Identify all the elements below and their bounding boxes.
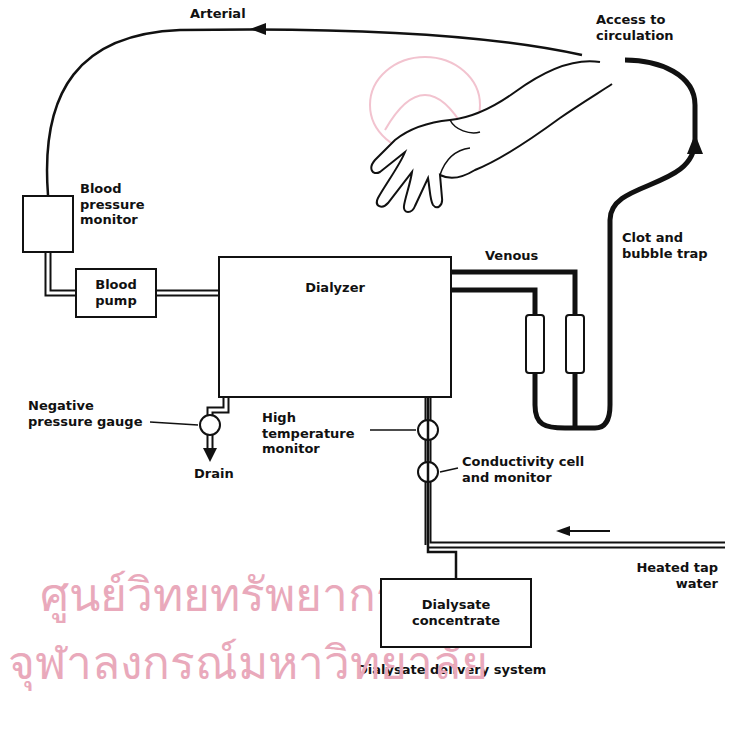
part-label: Negative pressure gauge [28, 398, 146, 429]
pressure-gauge [200, 415, 220, 435]
box-label: Blood pump [77, 277, 155, 308]
leader-line [370, 429, 416, 431]
watermark: ศูนย์วิทยทรัพยากร [40, 572, 401, 618]
flow-arrow [250, 23, 266, 35]
tube-bore [157, 292, 218, 295]
process-box: Blood pressure monitor [22, 195, 74, 253]
tube-outline [48, 253, 75, 293]
box-label: Dialysate concentrate [382, 597, 530, 628]
process-box: Dialyzer [218, 256, 452, 398]
process-box: Blood pump [75, 268, 157, 318]
part-label: Clot and bubble trap [622, 230, 714, 261]
part-label: Drain [194, 466, 234, 482]
tube-connector [428, 398, 456, 578]
box-label: Blood pressure monitor [80, 181, 156, 228]
tube-outline [428, 398, 456, 578]
flow-arrow [556, 526, 570, 536]
tube-outline [157, 290, 218, 297]
part-label: Heated tap water [606, 560, 718, 591]
leader-line [440, 468, 458, 472]
venous-tube [440, 272, 575, 315]
flow-arrow [687, 134, 703, 154]
tube-connector [157, 293, 218, 294]
flow-arrow [203, 448, 217, 462]
tube-bore [48, 253, 75, 293]
part-label: Access to circulation [596, 12, 706, 43]
box-label: Dialyzer [220, 280, 450, 296]
tube-connector [48, 253, 75, 293]
clot-trap [526, 315, 544, 373]
bubble-trap [566, 315, 584, 373]
hand-drawing [371, 61, 612, 212]
dialysate-pipe [428, 398, 725, 545]
part-label: Arterial [190, 6, 246, 22]
dialysate-pipe [428, 398, 725, 545]
flow-arrow [568, 530, 610, 532]
leader-line [150, 422, 198, 425]
hand-detail [440, 120, 480, 175]
part-label: Venous [485, 248, 538, 264]
process-box: Dialysate concentrate [380, 578, 532, 648]
part-label: Conductivity cell and monitor [462, 454, 602, 485]
part-label: High temperature monitor [262, 410, 366, 457]
